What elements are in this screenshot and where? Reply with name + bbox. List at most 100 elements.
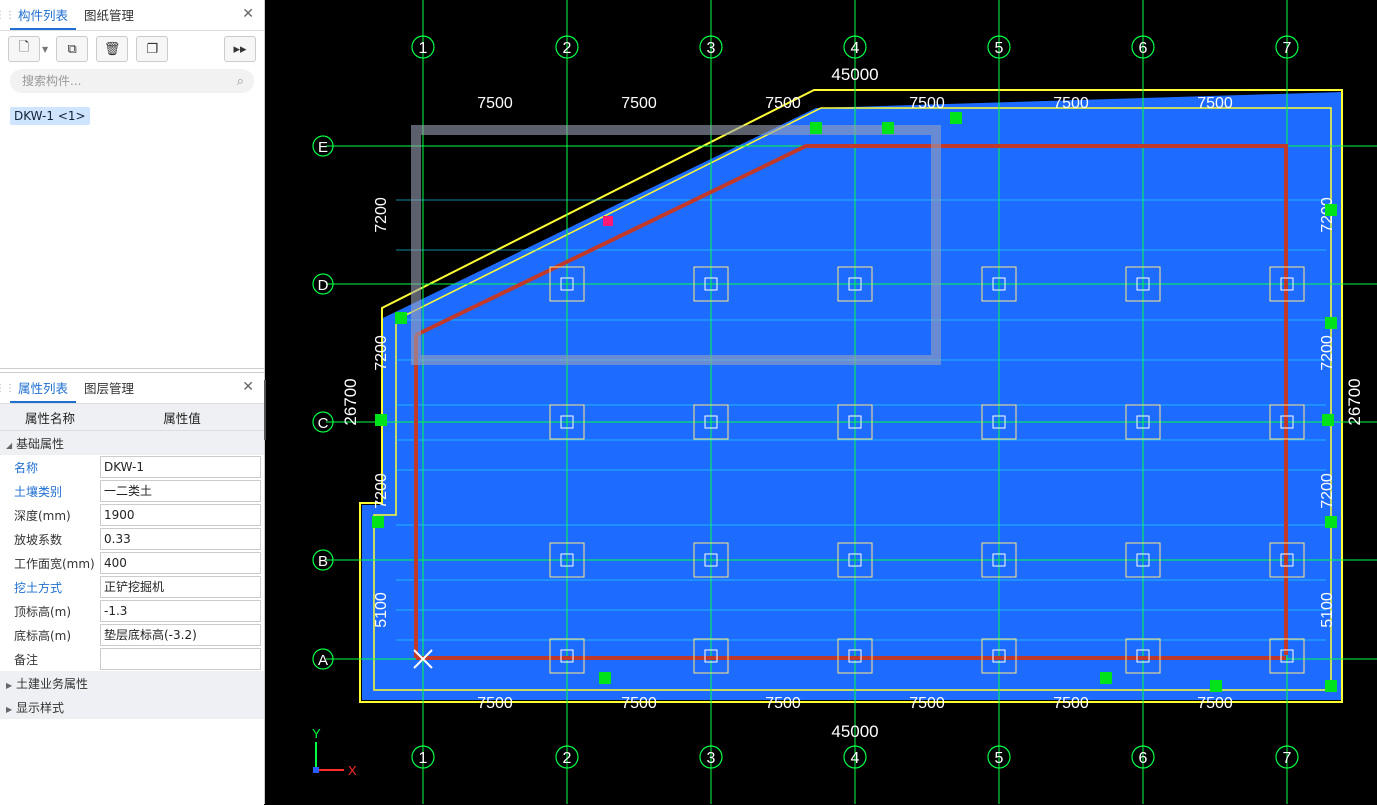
column-outline [848, 415, 862, 429]
footing-outline [693, 404, 729, 440]
axis-number-label: 3 [707, 750, 716, 767]
header-property-name: 属性名称 [0, 404, 100, 431]
chevron-down-icon[interactable]: ▼ [42, 44, 49, 54]
prop-value-field[interactable]: DKW-1 [100, 456, 261, 478]
layer-copy-icon: ❐ [146, 41, 158, 57]
tab-component-list[interactable]: 构件列表 [10, 2, 77, 30]
axis-bubble [312, 135, 334, 157]
axis-bubble [843, 35, 867, 59]
property-panel-tabs: ⋮⋮ 属性列表 图层管理 ✕ [0, 373, 264, 404]
copy-component-button[interactable]: ⧉ [56, 36, 89, 62]
support-marker [1210, 680, 1222, 692]
close-icon[interactable]: ✕ [242, 6, 254, 22]
column-outline [704, 277, 718, 291]
axis-bubble [312, 273, 334, 295]
tab-property-list[interactable]: 属性列表 [10, 375, 77, 403]
footing-outline [981, 404, 1017, 440]
row-dimension: 7200 [373, 197, 390, 233]
search-icon[interactable]: ⌕ [236, 73, 244, 89]
total-height-dimension: 26700 [1345, 378, 1364, 425]
support-marker [599, 672, 611, 684]
column-outline [1136, 649, 1150, 663]
footing-outline [1269, 542, 1305, 578]
group-civil-properties[interactable]: ▶ 土建业务属性 [0, 671, 264, 695]
prop-value-field[interactable]: 0.33 [100, 528, 261, 550]
column-outline [992, 415, 1006, 429]
layer-copy-button[interactable]: ❐ [136, 36, 169, 62]
drag-grip-icon[interactable]: ⋮⋮ [0, 9, 15, 21]
column-outline [704, 553, 718, 567]
new-component-button[interactable]: 🗋 [8, 36, 40, 62]
double-chevron-right-icon: ▸▸ [233, 41, 247, 57]
drawing-svg: 11223344556677EDCBA750075007500750075007… [312, 0, 1377, 804]
column-outline [704, 415, 718, 429]
footing-outline [693, 542, 729, 578]
prop-name: 工作面宽(mm) [14, 556, 95, 571]
axis-bubble [699, 35, 723, 59]
axis-number-label: 2 [563, 40, 572, 57]
search-input[interactable] [20, 73, 237, 89]
ucs-x-label: X [348, 763, 357, 778]
axis-bubble [411, 35, 435, 59]
grey-region [411, 125, 941, 365]
prop-name: 挖土方式 [14, 580, 63, 595]
row-dimension: 7200 [373, 335, 390, 371]
axis-bubble [699, 745, 723, 769]
pit-fill [362, 92, 1342, 700]
delete-component-button[interactable]: 🗑 [96, 36, 129, 62]
span-dimension: 7500 [909, 95, 945, 112]
axis-bubble [555, 745, 579, 769]
group-display-style[interactable]: ▶ 显示样式 [0, 695, 264, 719]
trash-icon: 🗑 [103, 41, 121, 57]
footing-outline [693, 266, 729, 302]
prop-value-field[interactable]: 400 [100, 552, 261, 574]
axis-number-label: 5 [995, 750, 1004, 767]
axis-bubble [312, 549, 334, 571]
axis-bubble [312, 411, 334, 433]
prop-name: 备注 [14, 652, 39, 667]
support-marker [1100, 672, 1112, 684]
prop-value-field[interactable]: 1900 [100, 504, 261, 526]
prop-value-field[interactable]: -1.3 [100, 600, 261, 622]
component-item-dkw-1[interactable]: DKW-1 <1> [10, 107, 90, 125]
group-label: 土建业务属性 [15, 676, 88, 691]
more-button[interactable]: ▸▸ [224, 36, 256, 62]
column-outline [560, 277, 574, 291]
prop-value-field[interactable]: 一二类土 [100, 480, 261, 502]
prop-value-field[interactable]: 正铲挖掘机 [100, 576, 261, 598]
footing-outline [1269, 638, 1305, 674]
column-outline [704, 649, 718, 663]
prop-value-field[interactable]: 垫层底标高(-3.2) [100, 624, 261, 646]
axis-bubble [1131, 745, 1155, 769]
drag-grip-icon[interactable]: ⋮⋮ [0, 382, 15, 394]
tab-drawing-management[interactable]: 图纸管理 [84, 8, 135, 23]
group-basic-properties[interactable]: ◢ 基础属性 [0, 430, 264, 455]
row-dimension: 7200 [1319, 473, 1336, 509]
axis-number-label: 4 [851, 750, 860, 767]
support-marker [1325, 680, 1337, 692]
footing-outline [1125, 266, 1161, 302]
axis-bubble [1131, 35, 1155, 59]
column-outline [848, 553, 862, 567]
close-icon[interactable]: ✕ [242, 379, 254, 395]
header-property-value: 属性值 [100, 404, 264, 431]
footing-outline [1269, 266, 1305, 302]
column-outline [1136, 553, 1150, 567]
footing-outline [549, 266, 585, 302]
row-dimension: 7200 [373, 473, 390, 509]
row-dimension: 5100 [373, 592, 390, 628]
column-outline [848, 649, 862, 663]
support-marker [882, 122, 894, 134]
axis-number-label: 6 [1139, 750, 1148, 767]
axis-number-label: 4 [851, 40, 860, 57]
axis-bubble [843, 745, 867, 769]
support-marker [375, 414, 387, 426]
tab-layer-management[interactable]: 图层管理 [84, 381, 135, 396]
prop-value-field[interactable] [100, 648, 261, 670]
span-dimension: 7500 [621, 95, 657, 112]
footing-outline [1125, 404, 1161, 440]
column-outline [1280, 649, 1294, 663]
